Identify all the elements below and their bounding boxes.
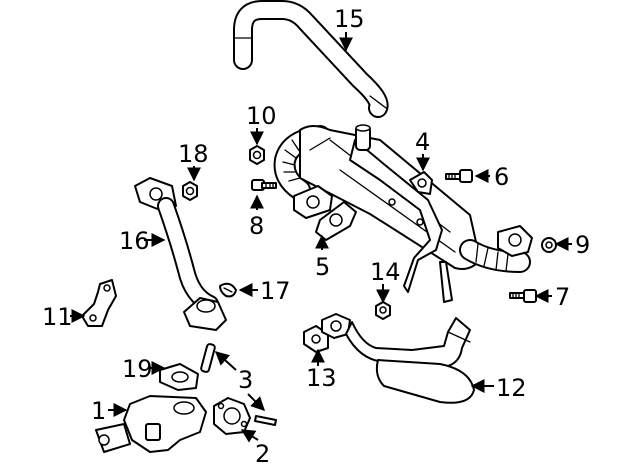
egr-outlet-pipe-part-12[interactable] [321,313,475,404]
callout-11: 11 [42,303,73,331]
cooler-inlet-flange[interactable] [293,185,333,219]
bolt-part-6[interactable] [445,169,473,183]
egr-pipe-part-16[interactable] [134,177,227,331]
callout-14: 14 [370,258,401,286]
gasket-part-19[interactable] [159,363,199,391]
callout-4: 4 [415,128,430,156]
callout-16: 16 [119,227,150,255]
leader-lines [70,32,572,443]
flange-part-2[interactable] [213,397,251,435]
egr-cooler-body[interactable] [299,124,481,303]
nut-part-10[interactable] [249,145,265,165]
cooler-outlet-hose[interactable] [459,225,533,273]
nut-part-9[interactable] [541,237,557,253]
callout-13: 13 [306,364,337,392]
nut-part-14[interactable] [375,301,391,320]
nut-part-18[interactable] [182,181,198,201]
bracket-part-11[interactable] [81,279,117,327]
callout-19: 19 [122,355,153,383]
egr-valve-part-1[interactable] [95,395,207,453]
callout-10: 10 [246,102,277,130]
bolt-part-7[interactable] [509,289,537,303]
callout-2: 2 [255,440,270,468]
callout-8: 8 [249,212,264,240]
callout-5: 5 [315,253,330,281]
callout-1: 1 [91,397,106,425]
callout-3: 3 [238,366,253,394]
clamp-part-17[interactable] [219,282,237,298]
coolant-hose-part-15[interactable] [233,0,389,118]
callout-9: 9 [575,231,590,259]
bolt-part-8[interactable] [251,179,277,191]
callout-7: 7 [555,283,570,311]
pin-part-3[interactable] [200,343,277,426]
callout-labels: 15 10 4 6 18 8 5 16 9 7 14 17 11 19 3 13… [42,5,590,468]
callout-15: 15 [334,5,365,33]
callout-17: 17 [260,277,291,305]
callout-12: 12 [496,374,527,402]
callout-6: 6 [494,163,509,191]
gasket-part-5[interactable] [315,201,357,241]
callout-18: 18 [178,140,209,168]
